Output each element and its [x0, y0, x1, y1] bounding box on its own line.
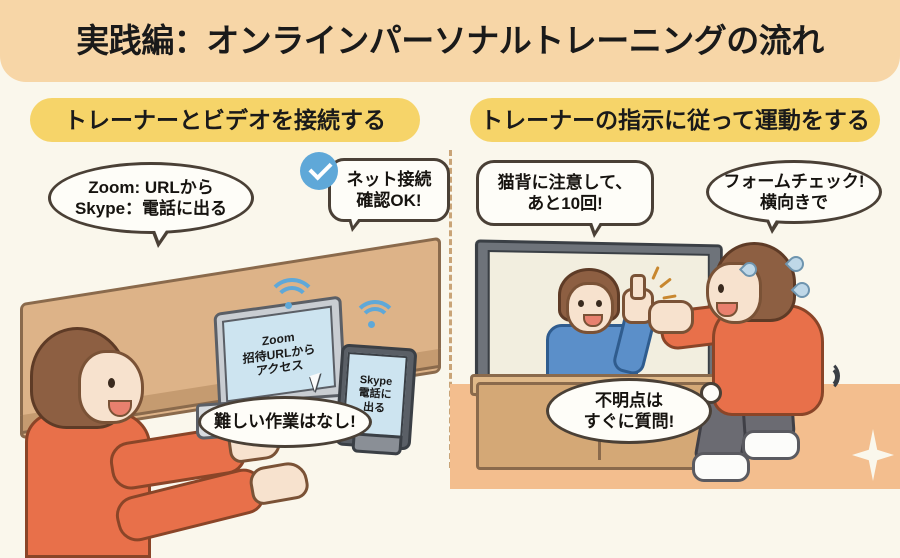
- bubble-posture-line-2: あと10回!: [527, 194, 603, 213]
- bubble-form-line-1: フォームチェック!: [723, 171, 865, 191]
- trainer-eye-right: [596, 300, 602, 307]
- bubble-form-check: フォームチェック! 横向きで: [706, 160, 882, 224]
- bubble-question: 不明点は すぐに質問!: [546, 378, 712, 444]
- bubble-apps-line-2: Skype：電話に出る: [74, 199, 228, 218]
- exerciser-shoe-front: [692, 452, 750, 482]
- bubble-easy-line-1: 難しい作業はなし!: [214, 412, 356, 432]
- bubble-tail-inner: [151, 220, 173, 241]
- trainer-eye-left: [578, 300, 584, 307]
- bubble-question-line-1: 不明点は: [594, 390, 663, 410]
- phone-stand: [351, 432, 403, 456]
- bubble-tail-inner: [589, 214, 605, 231]
- exerciser-eye: [718, 284, 724, 293]
- motion-line-icon: [808, 360, 840, 392]
- bubble-net-ok: ネット接続 確認OK!: [328, 158, 450, 222]
- header-band: [0, 0, 900, 82]
- check-circle-icon: [300, 152, 338, 190]
- bubble-tail-inner: [349, 210, 365, 226]
- wifi-icon: [266, 278, 318, 318]
- bubble-net-line-1: ネット接続: [346, 169, 432, 189]
- section-title-exercise: トレーナーの指示に従って運動をする: [470, 98, 880, 142]
- bubble-net-line-2: 確認OK!: [356, 191, 422, 210]
- wifi-icon: [352, 300, 398, 336]
- trainer-mouth: [583, 314, 603, 327]
- bubble-posture-line-1: 猫背に注意して、: [497, 172, 633, 192]
- bubble-question-line-2: すぐに質問!: [583, 412, 675, 431]
- bubble-posture: 猫背に注意して、 あと10回!: [476, 160, 654, 226]
- laptop-screen-text: Zoom 招待URLから アクセス: [242, 327, 317, 381]
- page-title: 実践編：オンラインパーソナルトレーニングの流れ: [76, 22, 824, 59]
- bubble-apps-line-1: Zoom: URLから: [88, 177, 214, 197]
- user-hand-right: [247, 459, 311, 507]
- trainer-finger: [630, 274, 646, 300]
- bubble-easy: 難しい作業はなし!: [198, 396, 372, 448]
- bubble-tail-inner: [765, 210, 782, 227]
- exerciser-hand: [648, 300, 694, 334]
- panel-divider: [449, 150, 452, 468]
- motion-line-icon: [816, 366, 838, 388]
- section-title-connect: トレーナーとビデオを接続する: [30, 98, 420, 142]
- user-eye: [108, 378, 115, 388]
- exerciser-mouth: [716, 302, 738, 317]
- bubble-form-line-2: 横向きで: [760, 193, 828, 212]
- user-mouth: [108, 400, 132, 417]
- exerciser-shoe-back: [742, 430, 800, 460]
